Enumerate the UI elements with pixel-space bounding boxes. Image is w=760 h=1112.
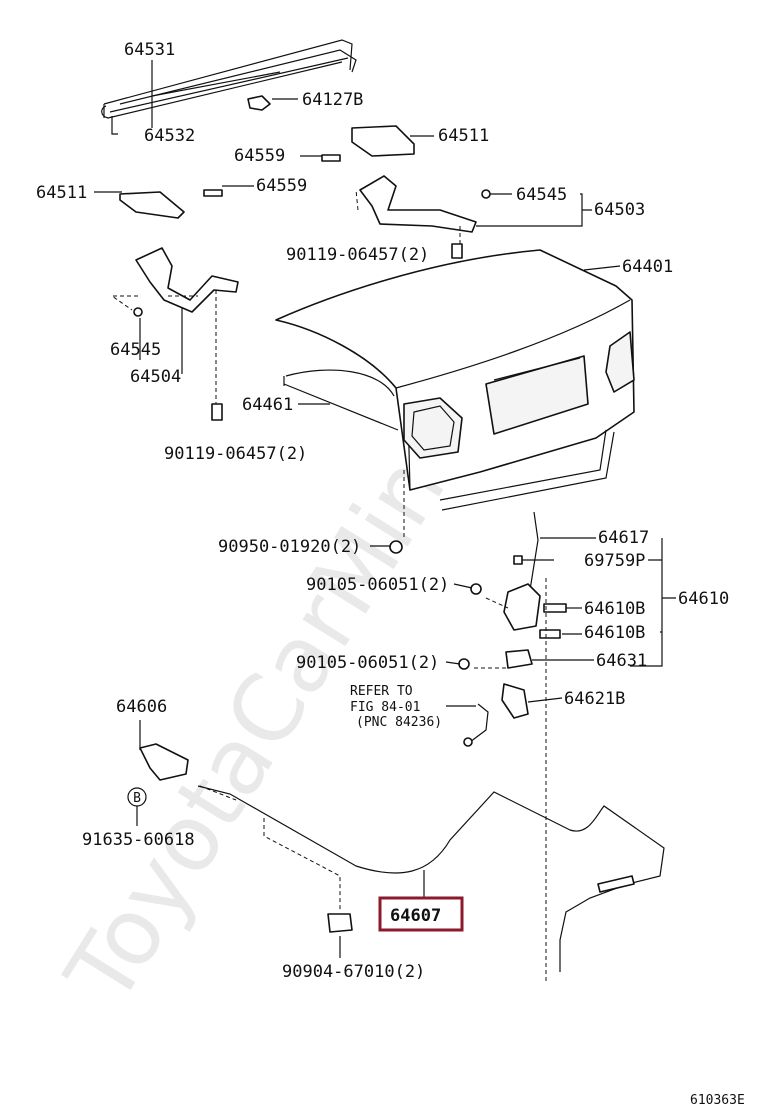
label-64617[interactable]: 64617 (598, 528, 649, 548)
label-64610b-1[interactable]: 64610B (584, 599, 645, 619)
diagram-code: 610363E (690, 1093, 745, 1108)
cable-end-fitting (597, 875, 635, 893)
trunk-lid-64401 (275, 249, 635, 491)
rod-64617 (529, 511, 539, 591)
bushing-64545-right (481, 189, 491, 199)
bolt-90119-right (451, 243, 463, 259)
label-64545-left[interactable]: 64545 (110, 340, 161, 360)
circle-b-letter: B (133, 791, 141, 806)
label-64401[interactable]: 64401 (622, 257, 673, 277)
hinge-bracket-64511-left (119, 191, 185, 219)
label-90105-b[interactable]: 90105-06051(2) (296, 653, 439, 673)
label-69759p[interactable]: 69759P (584, 551, 645, 571)
label-91635[interactable]: 91635-60618 (82, 830, 195, 850)
label-64511-right[interactable]: 64511 (438, 126, 489, 146)
torsion-bar-assembly (101, 39, 357, 135)
label-64610[interactable]: 64610 (678, 589, 729, 609)
label-64631[interactable]: 64631 (596, 651, 647, 671)
bolt-90105-a (470, 583, 482, 595)
spring-64610b-2 (539, 629, 561, 639)
label-64127b[interactable]: 64127B (302, 90, 363, 110)
refer-note-line3: (PNC 84236) (356, 715, 442, 730)
bolt-64559-right (321, 154, 341, 162)
spring-64610b-1 (543, 603, 567, 613)
label-64606[interactable]: 64606 (116, 697, 167, 717)
switch-connector (463, 737, 473, 747)
weatherstrip-64461 (283, 369, 615, 511)
striker-64631 (505, 649, 533, 669)
bolt-64559-left (203, 189, 223, 197)
switch-wire (469, 703, 489, 743)
label-90119-right[interactable]: 90119-06457(2) (286, 245, 429, 265)
hinge-bracket-64511-right (351, 125, 415, 157)
bolt-90105-b (458, 658, 470, 670)
label-64503[interactable]: 64503 (594, 200, 645, 220)
refer-note-line2: FIG 84-01 (350, 700, 420, 715)
label-90119-left[interactable]: 90119-06457(2) (164, 444, 307, 464)
hinge-arm-64504 (135, 247, 239, 313)
label-90105-a[interactable]: 90105-06051(2) (306, 575, 449, 595)
label-64511-left[interactable]: 64511 (36, 183, 87, 203)
release-lever-64606 (139, 743, 189, 781)
leader-lines (94, 60, 676, 958)
bolt-90119-left (211, 403, 223, 421)
label-64504[interactable]: 64504 (130, 367, 181, 387)
label-64559-right[interactable]: 64559 (234, 146, 285, 166)
label-64607[interactable]: 64607 (390, 906, 441, 926)
highlight-box-64607 (378, 896, 464, 932)
plug-90950 (389, 540, 403, 554)
label-64610b-2[interactable]: 64610B (584, 623, 645, 643)
label-64545-right[interactable]: 64545 (516, 185, 567, 205)
label-64559-left[interactable]: 64559 (256, 176, 307, 196)
refer-note-line1: REFER TO (350, 684, 413, 699)
label-64532[interactable]: 64532 (144, 126, 195, 146)
clip-64127b (247, 95, 271, 111)
clip-90904 (327, 913, 353, 933)
lock-assembly-64610 (503, 583, 541, 631)
clip-69759p (513, 555, 523, 565)
label-64531[interactable]: 64531 (124, 40, 175, 60)
cylinder-64621b (501, 683, 529, 719)
release-cable-64607 (197, 785, 665, 972)
dashed-guides (110, 189, 547, 982)
label-64461[interactable]: 64461 (242, 395, 293, 415)
label-64621b[interactable]: 64621B (564, 689, 625, 709)
label-90904[interactable]: 90904-67010(2) (282, 962, 425, 982)
hinge-arm-64503 (359, 175, 477, 233)
label-90950[interactable]: 90950-01920(2) (218, 537, 361, 557)
bushing-64545-left (133, 307, 143, 317)
